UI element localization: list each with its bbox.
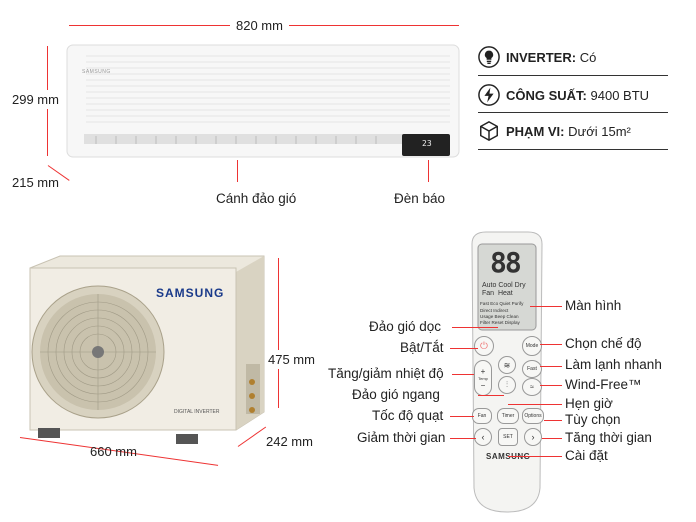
remote-digits: 88 (490, 246, 522, 279)
remote-row: Direct Indirect (480, 308, 509, 313)
callout-power: Bật/Tắt (400, 340, 444, 355)
callout-set: Cài đặt (565, 448, 608, 463)
indoor-depth: 215 mm (12, 175, 59, 190)
callout-timer: Hẹn giờ (565, 396, 613, 411)
leader-line (530, 306, 562, 307)
callout-screen: Màn hình (565, 298, 622, 313)
horizontal-swing-button[interactable]: ⫶ (498, 376, 516, 394)
leader-line (452, 327, 498, 328)
leader-line (540, 344, 562, 345)
callout-time-up: Tăng thời gian (565, 430, 652, 445)
callout-windfree: Wind-Free™ (565, 377, 642, 392)
leader-line (508, 456, 562, 457)
callout-vertical-swing: Đảo gió dọc (369, 319, 442, 334)
outdoor-depth: 242 mm (266, 434, 313, 449)
remote-brand: SAMSUNG (486, 452, 530, 461)
leader-line (540, 366, 562, 367)
leader-line (450, 416, 474, 417)
outdoor-brand: SAMSUNG (156, 286, 225, 300)
fast-button[interactable]: Fast (522, 360, 542, 378)
spec-value: Dưới 15m² (568, 123, 631, 139)
indoor-width: 820 mm (230, 18, 289, 33)
outdoor-unit: SAMSUNG DIGITAL INVERTER (16, 254, 268, 450)
led-pointer (428, 160, 429, 182)
vane-pointer (237, 160, 238, 182)
remote-row: Fast Eco Quiet Purify (480, 301, 524, 306)
cube-icon (480, 120, 498, 142)
outdoor-height: 475 mm (268, 350, 315, 369)
set-button[interactable]: SET (498, 428, 518, 446)
power-icon (478, 84, 500, 106)
fan-button[interactable]: Fan (472, 408, 492, 424)
time-up-button[interactable]: › (524, 428, 542, 446)
spec-key: INVERTER: (506, 49, 577, 65)
vertical-swing-button[interactable]: ≋ (498, 356, 516, 374)
indoor-height: 299 mm (12, 90, 59, 109)
outdoor-height-line (278, 258, 279, 408)
spec-value: 9400 BTU (590, 87, 650, 103)
callout-temp: Tăng/giảm nhiệt độ (328, 366, 444, 381)
timer-button[interactable]: Timer (497, 408, 519, 424)
remote-row: Filter Reset Display (480, 320, 520, 325)
windfree-button[interactable]: ≈ (522, 378, 542, 396)
indoor-display: 23 (422, 139, 432, 148)
leader-line (450, 348, 478, 349)
spec-divider (478, 75, 668, 76)
power-button[interactable]: ⏻ (474, 336, 494, 356)
remote-mode-line: Fan Heat (482, 290, 513, 297)
indoor-unit: SAMSUNG 23 (66, 44, 460, 160)
leader-line (540, 385, 562, 386)
leader-line (450, 438, 476, 439)
spec-key: PHẠM VI: (506, 123, 565, 139)
leader-line (478, 395, 504, 396)
callout-horizontal-swing: Đảo gió ngang (352, 387, 440, 402)
callout-mode: Chọn chế độ (565, 336, 642, 351)
spec-power: CÔNG SUẤT: 9400 BTU (478, 78, 668, 112)
temp-rocker[interactable]: +Temp− (474, 360, 492, 396)
temp-label: Temp (478, 375, 488, 381)
remote-row: Usage Beep Clean (480, 314, 519, 319)
spec-divider (478, 112, 668, 113)
leader-line (544, 420, 562, 421)
options-button[interactable]: Options (522, 408, 544, 424)
indoor-brand: SAMSUNG (82, 69, 111, 75)
led-label: Đèn báo (394, 191, 446, 206)
callout-fast-cool: Làm lạnh nhanh (565, 357, 662, 372)
spec-divider (478, 149, 668, 150)
remote-mode-line: Auto Cool Dry (482, 282, 526, 289)
leader-line (542, 438, 562, 439)
remote-control: 88 Auto Cool Dry Fan Heat Fast Eco Quiet… (462, 230, 552, 514)
mode-button[interactable]: Mode (522, 336, 542, 356)
leader-line (452, 374, 474, 375)
outdoor-badge: DIGITAL INVERTER (174, 409, 220, 415)
spec-inverter: INVERTER: Có (478, 40, 668, 74)
spec-key: CÔNG SUẤT: (506, 87, 587, 103)
time-down-button[interactable]: ‹ (474, 428, 492, 446)
spec-range: PHẠM VI: Dưới 15m² (478, 114, 668, 148)
vane-label: Cánh đảo gió (216, 191, 297, 206)
outdoor-width: 660 mm (90, 444, 137, 459)
callout-fan-speed: Tốc độ quạt (372, 408, 444, 423)
spec-value: Có (579, 49, 597, 65)
bulb-icon (478, 46, 500, 68)
leader-line (508, 404, 562, 405)
callout-time-down: Giảm thời gian (357, 430, 446, 445)
callout-options: Tùy chọn (565, 412, 621, 427)
